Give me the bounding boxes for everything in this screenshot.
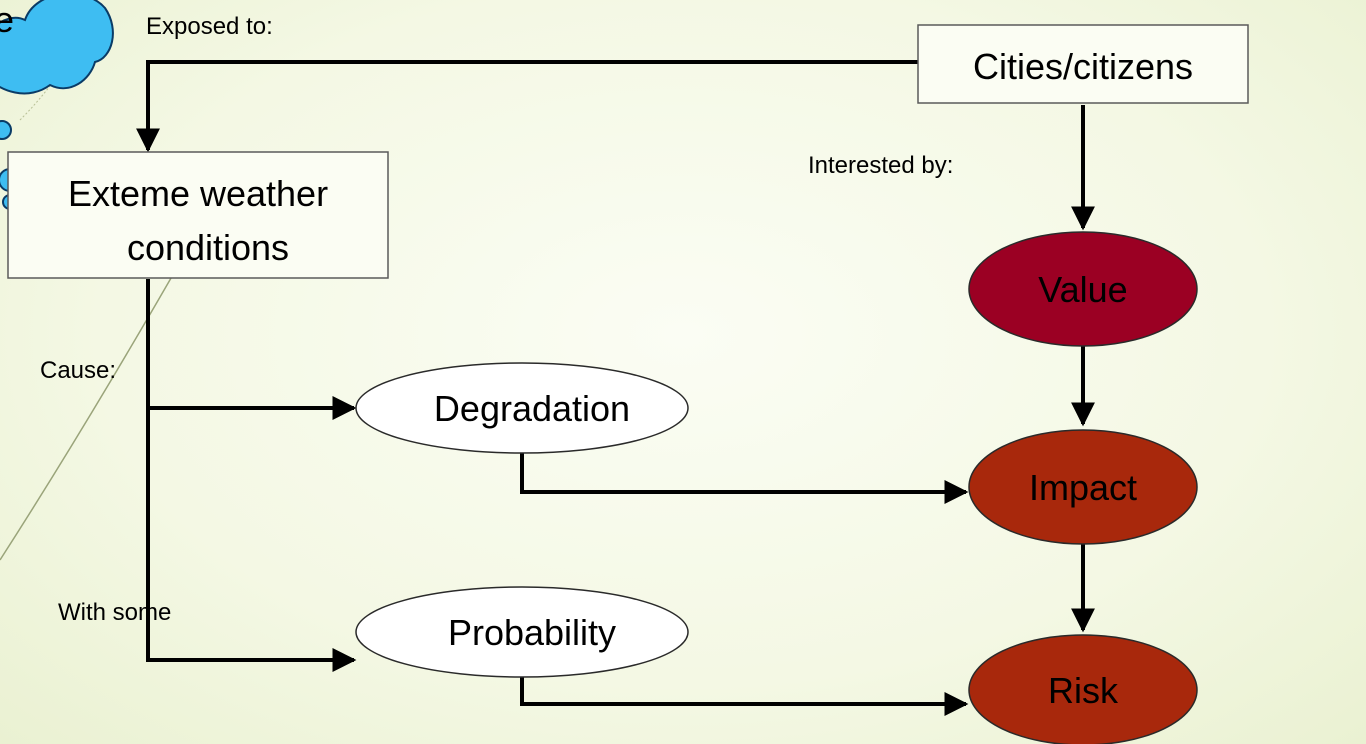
cause-label: Cause: [40,357,116,384]
with-some-label: With some [58,599,171,626]
probability-node-label: Probability [448,612,616,653]
degradation-node [355,362,689,454]
probability-node [355,586,689,678]
edge-probability-to-risk [520,677,969,716]
weather-node-label-line1: Exteme weather [68,173,328,214]
impact-node-label: Impact [1029,467,1137,508]
impact-node [968,429,1198,545]
cities-node-label: Cities/citizens [973,46,1193,87]
connectors [136,60,1095,716]
cities-node-box [917,24,1249,104]
background-curve [0,244,191,561]
weather-node-box [7,151,389,279]
exposed-to-label: Exposed to: [146,13,273,40]
value-node-label: Value [1038,269,1127,310]
degradation-node-label: Degradation [434,388,630,429]
risk-node [968,634,1198,744]
cloud-fragment-label: e [0,0,14,40]
value-node [968,231,1198,347]
edge-cities-to-weather [136,60,918,153]
weather-node-label-line2: conditions [127,227,289,268]
interested-by-label: Interested by: [808,152,953,179]
risk-node-label: Risk [1048,670,1119,711]
edge-degradation-to-impact [520,450,969,504]
